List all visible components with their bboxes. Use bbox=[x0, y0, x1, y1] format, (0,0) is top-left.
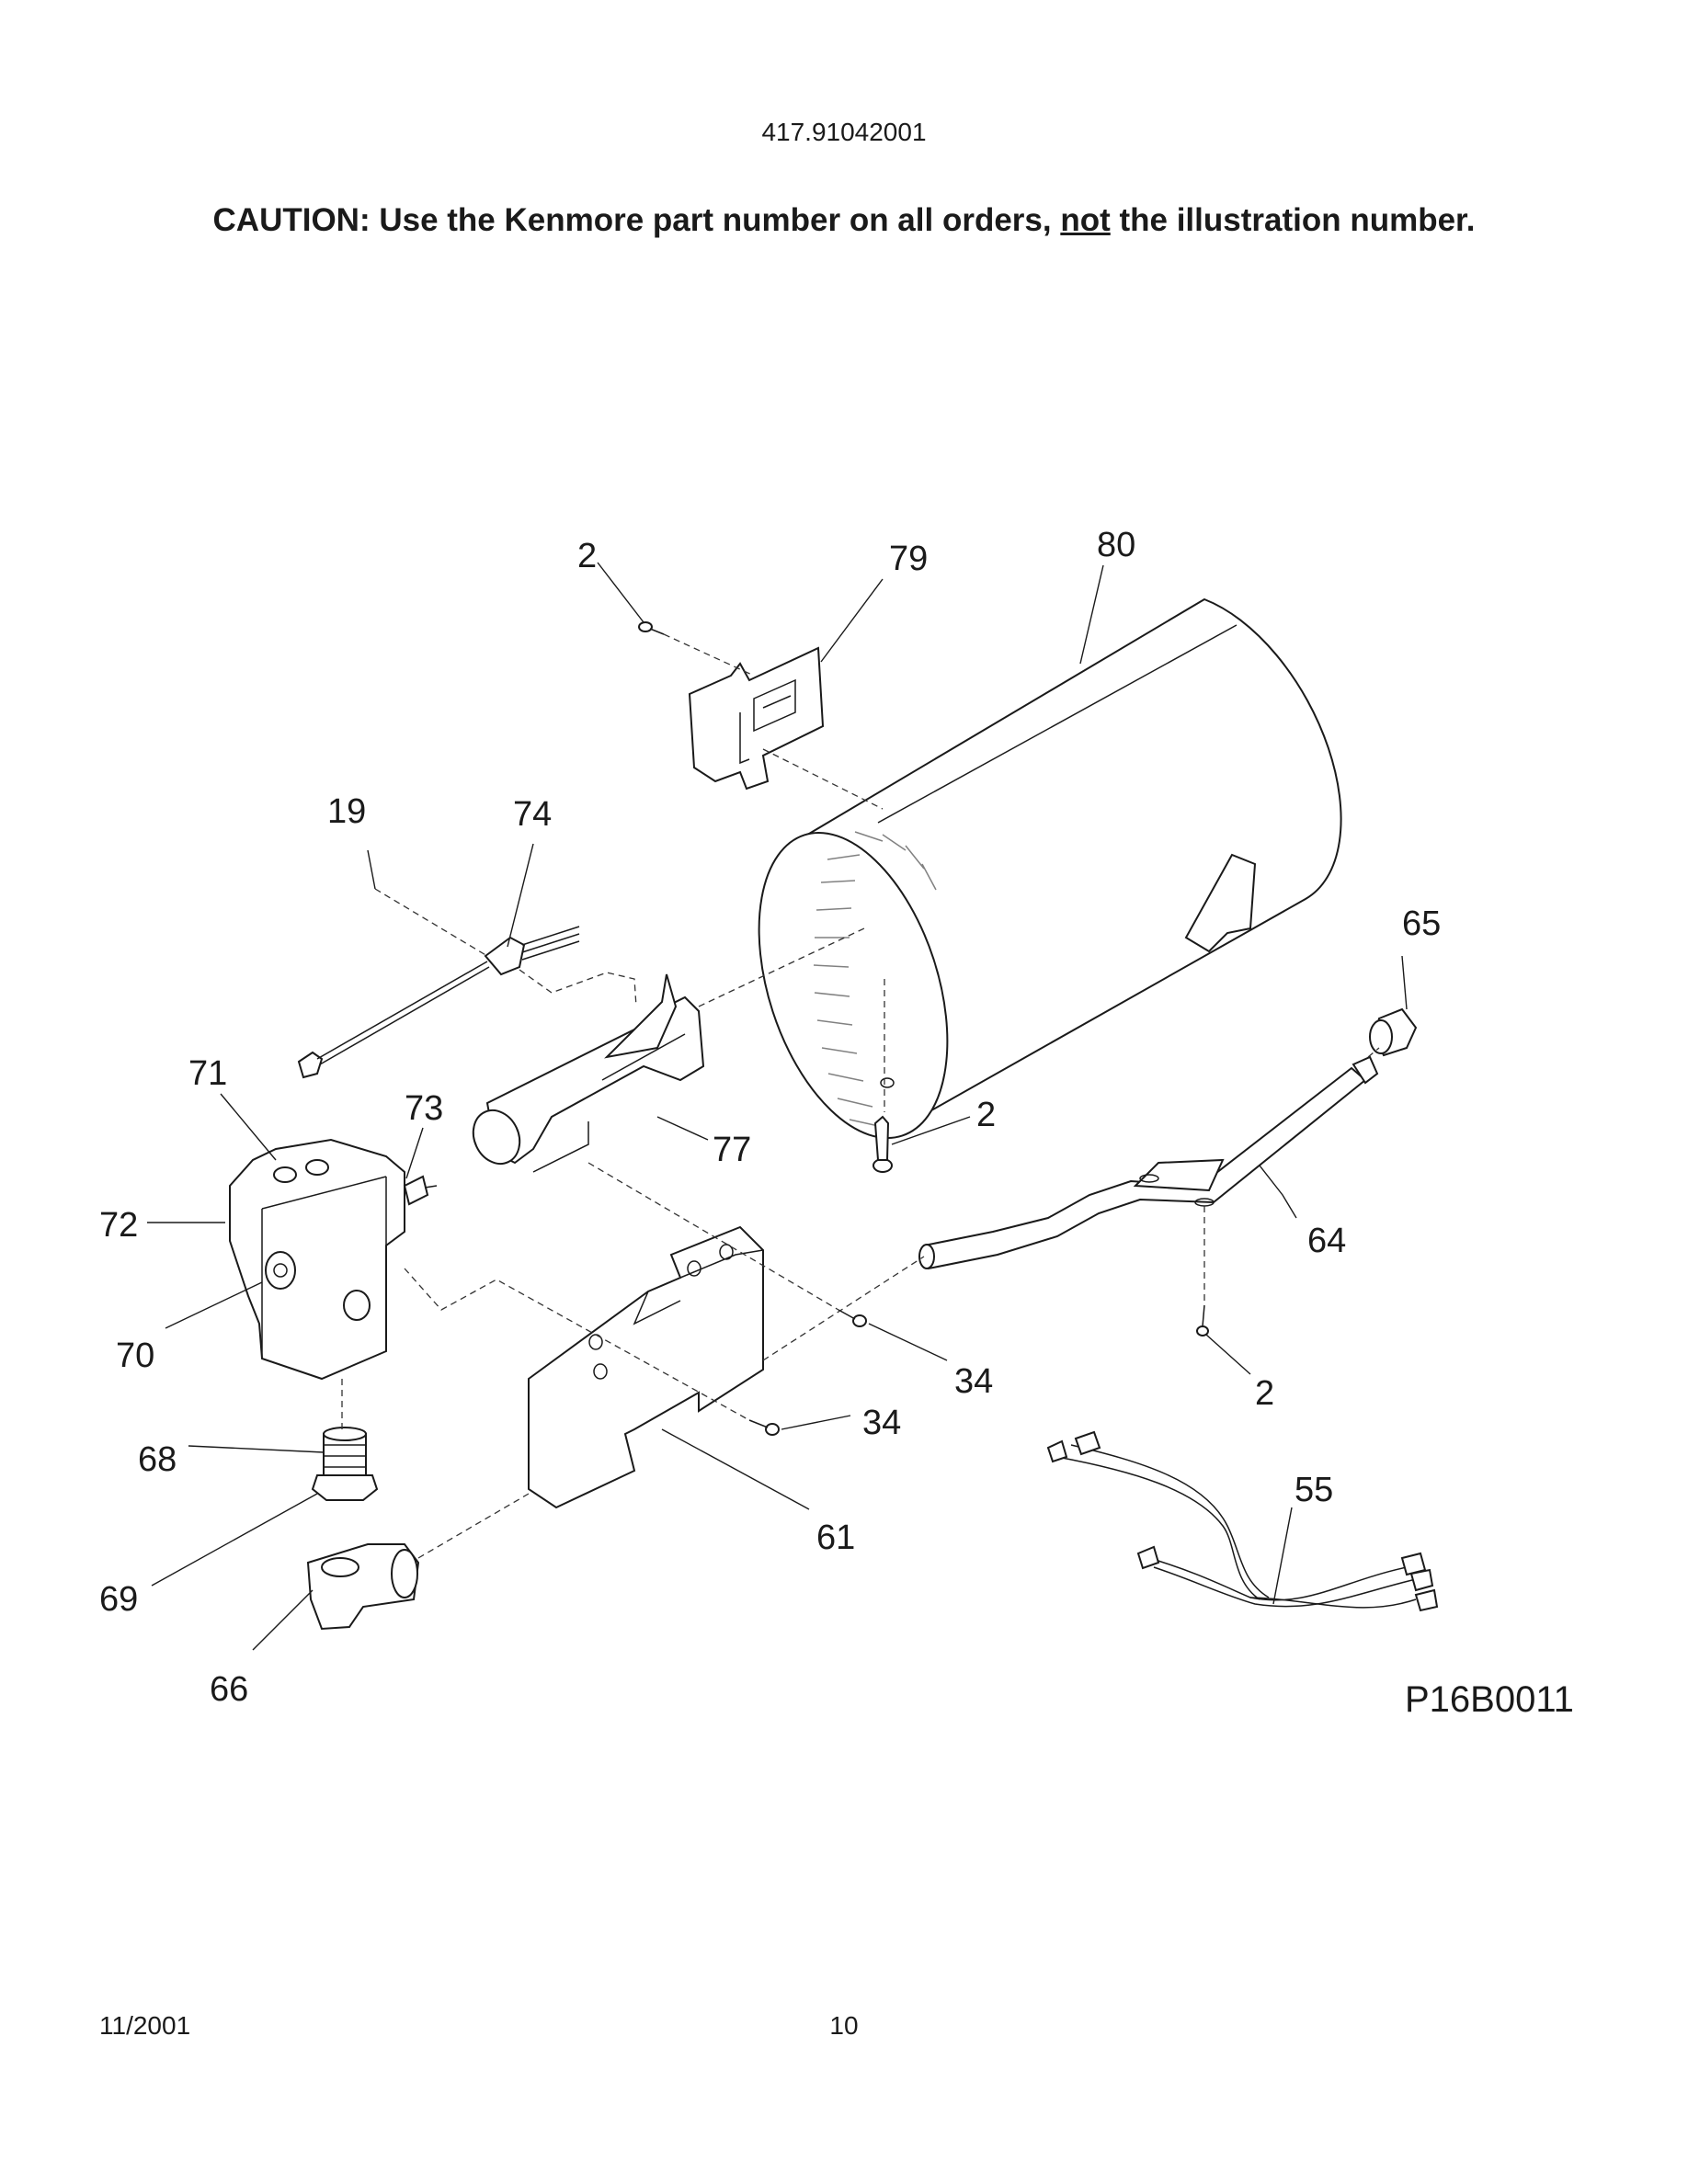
callout-70: 70 bbox=[116, 1337, 154, 1375]
igniter-assembly bbox=[297, 926, 580, 1079]
caution-text-end: the illustration number. bbox=[1110, 202, 1476, 238]
gas-valve bbox=[229, 1138, 438, 1381]
figure-code: P16B0011 bbox=[1405, 1679, 1574, 1720]
callout-68: 68 bbox=[138, 1440, 177, 1479]
callout-61: 61 bbox=[816, 1519, 855, 1557]
screw-pipe bbox=[1196, 1304, 1209, 1337]
callout-labels: 2 79 80 19 74 65 71 73 77 2 72 64 70 34 … bbox=[99, 526, 1574, 1720]
screw-34-lower bbox=[748, 1419, 780, 1436]
callout-2-drum: 2 bbox=[976, 1096, 996, 1134]
callout-66: 66 bbox=[210, 1670, 248, 1709]
callout-2-pipe: 2 bbox=[1255, 1374, 1274, 1413]
elbow-fitting bbox=[306, 1543, 420, 1631]
caution-text-start: CAUTION: Use the Kenmore part number on … bbox=[212, 202, 1061, 238]
screw-34-upper bbox=[838, 1309, 867, 1327]
leader-lines bbox=[147, 562, 1408, 1651]
callout-65: 65 bbox=[1402, 904, 1441, 943]
model-number: 417.91042001 bbox=[761, 118, 927, 146]
page-number: 10 bbox=[829, 2011, 859, 2040]
callout-77: 77 bbox=[713, 1131, 751, 1169]
assembly-lines bbox=[341, 633, 1380, 1559]
callout-80: 80 bbox=[1097, 526, 1135, 564]
burner-tube bbox=[472, 973, 705, 1173]
callout-74: 74 bbox=[513, 795, 552, 834]
orifice-fitting bbox=[311, 1427, 379, 1501]
callout-34-upper: 34 bbox=[954, 1362, 993, 1401]
callout-34-lower: 34 bbox=[862, 1404, 901, 1442]
sensor-bracket bbox=[688, 646, 825, 791]
pipe-cap bbox=[1369, 1007, 1418, 1057]
screw-top bbox=[638, 621, 665, 635]
caution-notice: CAUTION: Use the Kenmore part number on … bbox=[0, 202, 1688, 239]
callout-64: 64 bbox=[1307, 1222, 1346, 1260]
callout-55: 55 bbox=[1295, 1471, 1333, 1509]
callout-72: 72 bbox=[99, 1206, 138, 1245]
callout-79: 79 bbox=[889, 540, 928, 578]
callout-73: 73 bbox=[405, 1089, 443, 1128]
screw-drum bbox=[873, 1115, 893, 1173]
callout-19: 19 bbox=[327, 792, 366, 831]
callout-2-top: 2 bbox=[577, 537, 597, 575]
wire-harness bbox=[1046, 1430, 1439, 1612]
callout-69: 69 bbox=[99, 1580, 138, 1619]
footer-date: 11/2001 bbox=[99, 2011, 191, 2040]
caution-emphasis: not bbox=[1060, 202, 1111, 238]
gas-supply-pipe bbox=[918, 1055, 1379, 1270]
callout-71: 71 bbox=[188, 1054, 227, 1093]
